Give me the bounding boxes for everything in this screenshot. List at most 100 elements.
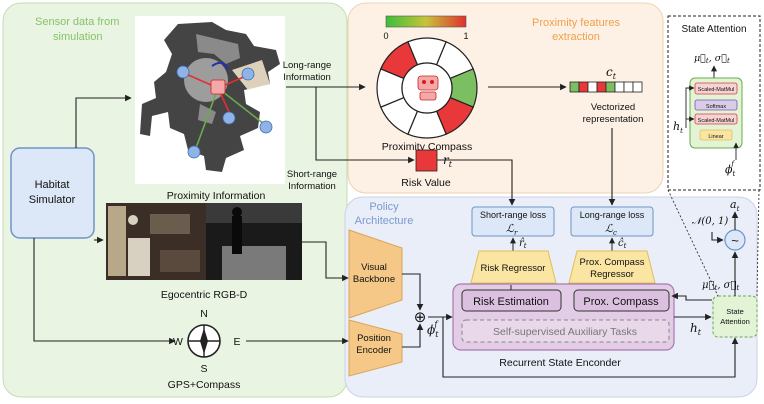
prox-compass-box[interactable]: [573, 289, 670, 312]
policy-title-2: Architecture: [355, 215, 414, 227]
linear-block: [699, 129, 733, 141]
vector-cell: [605, 81, 616, 93]
r-hat-symbol: r̂t: [519, 238, 527, 250]
scaled-matmul-top-label: Scaled-MatMul: [698, 87, 735, 93]
arrow-backbone-to-concat: [402, 273, 424, 311]
c-hat-symbol: ĉt: [618, 238, 627, 250]
c-t-symbol: ct: [606, 65, 617, 81]
softmax-label: Softmax: [706, 104, 726, 110]
normal-dist-label: 𝒩(0, 1): [692, 216, 729, 227]
long-range-label-2: Information: [283, 72, 331, 83]
robot-icon: [417, 75, 439, 101]
state-attention-title: State Attention: [681, 24, 746, 35]
habitat-label-2: Simulator: [29, 194, 76, 206]
short-range-label-2: Information: [288, 181, 336, 192]
vectorized-label-2: representation: [583, 114, 644, 125]
vector-cell: [596, 81, 607, 93]
zoom-line-left: [667, 189, 719, 297]
vectorized-label: Vectorized: [591, 102, 635, 113]
compass-south: S: [200, 363, 207, 375]
colorbar-min: 0: [383, 31, 388, 41]
rgbd-images: [106, 203, 302, 280]
egocentric-label: Egocentric RGB-D: [161, 289, 248, 301]
visual-backbone-label-2: Backbone: [353, 274, 395, 285]
prox-compass-regressor: [568, 250, 656, 284]
position-encoder: [348, 319, 403, 377]
colorbar-max: 1: [463, 31, 468, 41]
state-attention-label: State: [726, 307, 744, 316]
proximity-information-label: Proximity Information: [167, 190, 266, 202]
arrow-normal-to-sampler: [711, 232, 724, 244]
arrow-rgbd-to-backbone: [302, 241, 349, 282]
self-supervised-label: Self-supervised Auxiliary Tasks: [493, 326, 637, 338]
mu-sigma-detail: μ⃗t, σ⃗t: [694, 53, 730, 65]
risk-value-label: Risk Value: [401, 177, 451, 189]
long-range-loss-label: Long-range loss: [580, 210, 645, 220]
short-range-label: Short-range: [287, 169, 337, 180]
vector-cell: [623, 81, 634, 93]
gps-compass-icon: [187, 324, 221, 358]
long-range-label: Long-range: [283, 60, 332, 71]
proximity-compass-label: Proximity Compass: [382, 141, 472, 153]
a-t-symbol: at: [730, 198, 740, 213]
risk-value-square: [415, 149, 438, 172]
compass-east: E: [233, 336, 240, 348]
vector-cell: [569, 81, 580, 93]
scaled-matmul-top: [694, 82, 738, 95]
softmax-block: [694, 99, 738, 111]
proximity-title-2: extraction: [552, 31, 600, 43]
proximity-map: [135, 16, 285, 184]
arrow-risk-to-shortloss: [437, 159, 516, 206]
gps-compass-label: GPS+Compass: [168, 379, 241, 391]
sensor-title-2: simulation: [53, 31, 103, 43]
risk-regressor: [470, 250, 557, 284]
h-t-symbol: ht: [690, 321, 702, 337]
sampler-tilde: ~: [731, 233, 739, 248]
risk-estimation-label: Risk Estimation: [473, 296, 549, 308]
colorbar: [385, 15, 467, 28]
position-encoder-label: Position: [357, 333, 391, 344]
vector-cell: [632, 81, 643, 93]
L-c-symbol: ℒc: [605, 222, 617, 237]
prox-compass-label: Prox. Compass: [583, 296, 659, 308]
habitat-simulator-box: [10, 147, 95, 239]
mu-sigma-out: μ⃗t, σ⃗t: [702, 280, 740, 292]
visual-backbone: [348, 229, 403, 319]
vectorized-representation: [569, 81, 643, 93]
arrow-habitat-to-map: [75, 94, 132, 148]
phi-t-symbol: ϕtf: [427, 320, 439, 339]
compass-north: N: [200, 308, 208, 320]
arrow-position-to-concat: [402, 323, 424, 348]
self-supervised-box: [461, 319, 670, 343]
concat-symbol: ⊕: [414, 309, 427, 326]
long-range-loss-box: [570, 206, 654, 237]
sensor-title: Sensor data from: [35, 16, 119, 28]
arrow-map-to-risk: [315, 87, 415, 164]
zoom-line-right: [756, 189, 760, 297]
policy-title: Policy: [369, 201, 399, 213]
short-range-loss-box: [471, 206, 555, 237]
position-encoder-label-2: Encoder: [356, 345, 391, 356]
short-range-loss-label: Short-range loss: [480, 210, 547, 220]
proximity-title: Proximity features: [532, 17, 621, 29]
scaled-matmul-bottom-label: Scaled-MatMul: [698, 118, 735, 124]
linear-label: Linear: [708, 134, 723, 140]
arrow-habitat-to-compass: [33, 238, 176, 345]
compass-west: W: [173, 336, 183, 348]
scaled-matmul-bottom: [694, 113, 738, 125]
recurrent-encoder-label: Recurrent State Enconder: [499, 357, 621, 369]
habitat-label: Habitat: [35, 179, 70, 191]
h-t-detail-arrow: [685, 85, 695, 128]
h-t-detail-symbol: ht: [673, 120, 683, 135]
phi-detail-symbol: ϕtf: [725, 160, 736, 178]
state-attention-label-2: Attention: [720, 317, 750, 326]
arrow-attention-to-proxcompass: [671, 292, 712, 301]
arrow-phi-to-attention: [442, 317, 739, 378]
vector-cell: [614, 81, 625, 93]
prox-compass-regressor-label: Prox. Compass: [580, 257, 645, 268]
vector-cell: [578, 81, 589, 93]
risk-regressor-label: Risk Regressor: [481, 263, 546, 274]
vector-cell: [587, 81, 598, 93]
prox-compass-regressor-label-2: Regressor: [590, 269, 634, 280]
